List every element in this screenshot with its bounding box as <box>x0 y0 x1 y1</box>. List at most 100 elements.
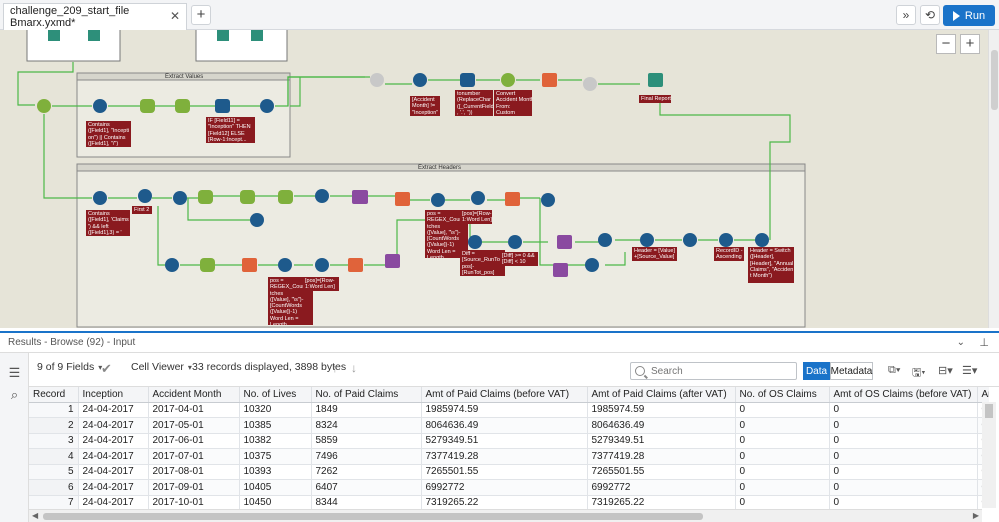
table-cell[interactable]: 0 <box>735 495 830 509</box>
table-cell[interactable]: 24-04-2017 <box>78 448 149 465</box>
copy-icon[interactable]: ⧉▾ <box>888 364 901 376</box>
table-cell[interactable]: 7377419.28 <box>587 448 736 465</box>
table-cell[interactable]: 0 <box>829 402 978 418</box>
close-icon[interactable]: ✕ <box>169 9 180 23</box>
record-number[interactable]: 2 <box>29 417 79 434</box>
table-cell[interactable]: 2017-04-01 <box>148 402 240 418</box>
input-tool-icon-2[interactable] <box>217 30 229 41</box>
table-cell[interactable]: 7377419.28 <box>421 448 588 465</box>
table-cell[interactable]: 7262 <box>311 464 422 480</box>
table-cell[interactable]: 24-04-2017 <box>78 495 149 509</box>
table-cell[interactable]: 0 <box>829 464 978 480</box>
canvas-scrollbar[interactable] <box>988 30 999 328</box>
annotation-tonumber[interactable]: tonumber (ReplaceChar ([_CurrentField_] … <box>455 90 493 116</box>
table-cell[interactable]: 5279349.51 <box>421 433 588 449</box>
table-cell[interactable]: 6992772 <box>587 479 736 496</box>
column-header[interactable]: No. of Lives <box>239 387 312 403</box>
table-cell[interactable]: 2017-06-01 <box>148 433 240 449</box>
table-cell[interactable]: 8344 <box>311 495 422 509</box>
input-tool-icon[interactable] <box>48 30 60 41</box>
fields-dropdown[interactable]: 9 of 9 Fields▾ <box>37 361 103 373</box>
table-cell[interactable]: 10393 <box>239 464 312 480</box>
table-cell[interactable]: 0 <box>829 448 978 465</box>
scroll-left-icon[interactable]: ◀ <box>32 511 39 520</box>
arrow-down-icon[interactable]: ↓ <box>351 361 357 375</box>
annotation-first-2[interactable]: First 2 <box>132 206 152 214</box>
workflow-canvas[interactable]: Extract Values Extract Headers Contains … <box>0 30 999 328</box>
annotation-contains-inception[interactable]: Contains ([Field1], "Incepti on") || Con… <box>86 121 131 147</box>
table-cell[interactable]: 0 <box>829 417 978 434</box>
table-cell[interactable]: 6407 <box>311 479 422 496</box>
column-header[interactable]: Amt of Paid Claims (before VAT) <box>421 387 588 403</box>
browse-tool-icon-2[interactable] <box>251 30 263 41</box>
workflow-tab[interactable]: challenge_209_start_file Bmarx.yxmd* ✕ <box>3 3 187 30</box>
table-view-icon[interactable]: ☰ <box>8 365 21 380</box>
tools[interactable] <box>37 73 769 277</box>
table-cell[interactable]: 6992772 <box>421 479 588 496</box>
column-header[interactable]: No. of OS Claims <box>735 387 830 403</box>
table-cell[interactable]: 7319265.22 <box>587 495 736 509</box>
table-cell[interactable]: 10320 <box>239 402 312 418</box>
annotation-pos-row-bottom[interactable]: [pos]=[Row- 1:Word Len] <box>303 277 339 291</box>
annotation-final-report[interactable]: Final Report <box>639 95 671 103</box>
record-number[interactable]: 3 <box>29 433 79 449</box>
table-cell[interactable]: 7319265.22 <box>421 495 588 509</box>
annotation-contains-claims[interactable]: Contains ([Field1], 'Claims ') && left (… <box>86 210 130 236</box>
table-cell[interactable]: 24-04-2017 <box>78 417 149 434</box>
table-cell[interactable]: 0 <box>735 433 830 449</box>
table-cell[interactable]: 7265501.55 <box>587 464 736 480</box>
table-cell[interactable]: 2017-08-01 <box>148 464 240 480</box>
table-cell[interactable]: 2017-10-01 <box>148 495 240 509</box>
table-cell[interactable]: 10382 <box>239 433 312 449</box>
table-cell[interactable]: 5859 <box>311 433 422 449</box>
double-chevron-right-icon[interactable]: » <box>896 5 916 25</box>
table-cell[interactable]: 0 <box>829 495 978 509</box>
new-tab-button[interactable]: + <box>191 5 211 25</box>
grid-vertical-scrollbar[interactable] <box>982 402 996 508</box>
column-header[interactable]: Amt of Paid Claims (after VAT) <box>587 387 736 403</box>
list-menu-icon[interactable]: ☰▾ <box>962 365 978 377</box>
table-cell[interactable]: 2017-09-01 <box>148 479 240 496</box>
annotation-if-field11[interactable]: IF [Field11] = "Inception" THEN [Field12… <box>206 117 255 143</box>
annotation-header-value[interactable]: Header = [Value] +[Source_Value] <box>632 247 677 261</box>
input-container-right[interactable] <box>195 30 288 62</box>
table-cell[interactable]: 7265501.55 <box>421 464 588 480</box>
column-header[interactable]: Record <box>29 387 79 403</box>
column-header[interactable]: Amt of OS Claims (before VAT) <box>829 387 978 403</box>
chevron-down-icon[interactable]: ⌄ <box>956 337 965 348</box>
table-cell[interactable]: 8064636.49 <box>421 417 588 434</box>
record-number[interactable]: 7 <box>29 495 79 509</box>
tab-data[interactable]: Data <box>803 362 830 380</box>
table-cell[interactable]: 10450 <box>239 495 312 509</box>
annotation-accident-month-filter[interactable]: [Accident Month] != "Inception" <box>410 96 440 116</box>
pin-icon[interactable]: ⊥ <box>979 337 989 349</box>
cell-viewer-dropdown[interactable]: Cell Viewer▾ <box>131 361 192 373</box>
table-cell[interactable]: 8064636.49 <box>587 417 736 434</box>
input-container-left[interactable] <box>26 30 121 62</box>
table-cell[interactable]: 2017-07-01 <box>148 448 240 465</box>
zoom-in-button[interactable]: + <box>960 34 980 54</box>
table-cell[interactable]: 1849 <box>311 402 422 418</box>
annotation-diff[interactable]: Diff = [Source_RunTot pos]- [RunTot_pos] <box>460 250 505 276</box>
zoom-out-button[interactable]: − <box>936 34 956 54</box>
browse-tool-icon[interactable] <box>88 30 100 41</box>
arrow-up-icon[interactable]: ↑ <box>332 361 338 375</box>
table-cell[interactable]: 10405 <box>239 479 312 496</box>
table-cell[interactable]: 0 <box>735 402 830 418</box>
annotation-convert-date[interactable]: Convert Accident Month From: Custom <box>494 90 532 116</box>
table-cell[interactable]: 24-04-2017 <box>78 464 149 480</box>
table-cell[interactable]: 0 <box>829 433 978 449</box>
search-field[interactable] <box>651 365 791 377</box>
table-cell[interactable]: 2017-05-01 <box>148 417 240 434</box>
column-header[interactable]: Inception <box>78 387 149 403</box>
table-cell[interactable]: 1985974.59 <box>587 402 736 418</box>
table-cell[interactable]: 24-04-2017 <box>78 433 149 449</box>
table-cell[interactable]: 24-04-2017 <box>78 479 149 496</box>
